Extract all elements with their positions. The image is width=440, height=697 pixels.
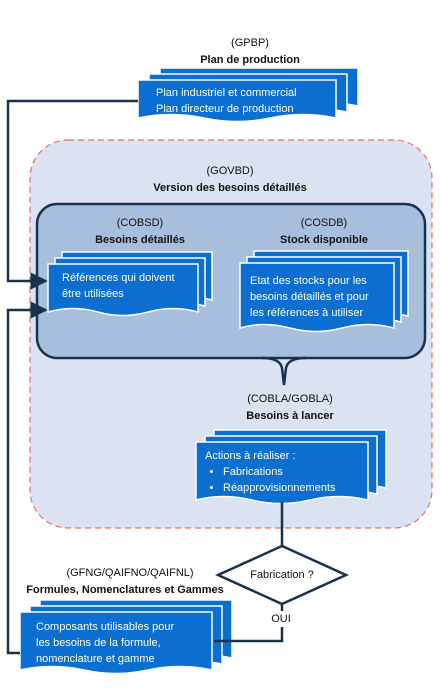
cosdb-line-3: les références à utiliser (250, 307, 364, 319)
govbd-code: (GOVBD) (206, 165, 254, 177)
gpbp-line-2: Plan directeur de production (156, 103, 294, 115)
gfng-line-1: Composants utilisables pour (36, 621, 175, 633)
cobla-action-item: Fabrications (223, 464, 336, 480)
govbd-title: Version des besoins détaillés (153, 182, 307, 194)
cobsd-line-2: être utilisées (62, 288, 124, 300)
gpbp-line-1: Plan industriel et commercial (156, 87, 297, 99)
gpbp-doc-stack (137, 67, 359, 123)
cobsd-title: Besoins détaillés (95, 234, 185, 246)
gfng-code: (GFNG/QAIFNO/QAIFNL) (66, 567, 194, 579)
decision-yes-label: OUI (271, 613, 291, 625)
brace (261, 356, 307, 386)
cosdb-code: (COSDB) (300, 217, 348, 229)
gfng-to-cobsd-arrow (6, 301, 48, 655)
decision-question: Fabrication ? (250, 569, 314, 581)
cobla-heading: Actions à réaliser : (205, 450, 296, 462)
gfng-line-2: les besoins de la formule, (36, 637, 161, 649)
cosdb-line-1: Etat des stocks pour les (250, 275, 367, 287)
gfng-title: Formules, Nomenclatures et Gammes (26, 584, 224, 596)
cobsd-code: (COBSD) (116, 217, 164, 229)
gfng-doc-stack (19, 599, 233, 675)
gfng-doc-text: Composants utilisables pour les besoins … (36, 619, 174, 667)
cobsd-line-1: Références qui doivent (62, 272, 175, 284)
cobla-code: (COBLA/GOBLA) (247, 393, 333, 405)
cobla-action-list: Fabrications Réapprovisionnements (205, 464, 336, 496)
cobsd-doc-text: Références qui doivent être utilisées (62, 270, 175, 302)
gpbp-title: Plan de production (200, 54, 300, 66)
cobla-doc-stack (195, 429, 387, 505)
cosdb-doc-stack (239, 250, 409, 333)
cosdb-doc-text: Etat des stocks pour les besoins détaill… (250, 273, 369, 321)
gfng-line-3: nomenclature et gamme (36, 653, 155, 665)
cobla-doc-text: Actions à réaliser : Fabrications Réappr… (205, 448, 336, 496)
gpbp-doc-text: Plan industriel et commercial Plan direc… (156, 85, 297, 117)
cobla-action-item: Réapprovisionnements (223, 480, 336, 496)
gpbp-to-cobsd-arrow (6, 99, 138, 290)
gpbp-code: (GPBP) (231, 37, 269, 49)
cobsd-doc-stack (47, 251, 213, 317)
cobla-title: Besoins à lancer (246, 410, 334, 422)
oui-label-bg (266, 611, 296, 627)
cosdb-title: Stock disponible (279, 234, 368, 246)
cosdb-line-2: besoins détaillés et pour (250, 291, 369, 303)
